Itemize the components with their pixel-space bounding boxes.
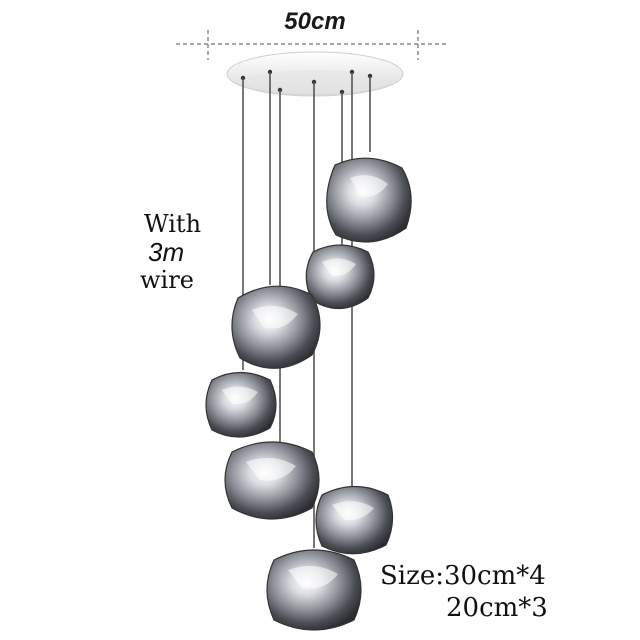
lamp-shade xyxy=(231,285,321,369)
dimension-line xyxy=(176,30,446,60)
wire-note-line3: wire xyxy=(140,266,194,294)
wire-note-line2: 3m xyxy=(148,237,185,267)
size-line2: 20cm*3 xyxy=(446,593,548,623)
lamp-shade xyxy=(315,486,394,555)
lamp-shade xyxy=(205,371,277,438)
ceiling-canopy xyxy=(226,51,404,97)
size-line1: Size:30cm*4 xyxy=(380,561,546,591)
wire-note-line1: With xyxy=(144,210,202,238)
width-dimension-label: 50cm xyxy=(284,8,346,35)
size-info: Size:30cm*4 20cm*3 xyxy=(380,560,640,624)
lamp-shade xyxy=(224,441,320,520)
lamp-shade xyxy=(305,244,375,310)
lamp-shade xyxy=(266,549,362,631)
wire-length-note: With 3m wire xyxy=(140,210,220,294)
lamp-shade xyxy=(326,157,412,243)
